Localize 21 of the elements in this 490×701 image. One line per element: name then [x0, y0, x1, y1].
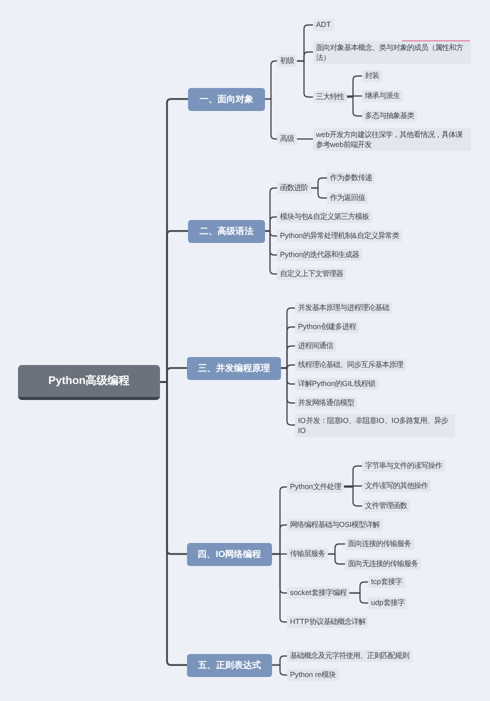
connector-line [347, 96, 362, 117]
connector-line [272, 664, 287, 676]
branch-topic-box: 三、并发编程原理 [187, 356, 281, 380]
branch-topic-box: 二、高级语法 [188, 220, 265, 242]
connector-line [265, 98, 277, 140]
connector-line [281, 367, 295, 426]
connector-line [344, 486, 362, 507]
connector-line [349, 592, 368, 604]
connector-line [311, 187, 327, 199]
branch-topic-box: 五、正则表达式 [187, 654, 272, 676]
branch-topic-box: 一、面向对象 [188, 88, 265, 110]
connector-line [272, 553, 287, 623]
connector-line [344, 485, 362, 487]
connector-line [347, 95, 362, 97]
connector-line [265, 230, 277, 275]
root-topic-box: Python高级编程 [18, 364, 160, 400]
connector-line [328, 553, 345, 565]
connector-line [160, 381, 187, 666]
connector-line [297, 138, 313, 140]
connector-line [297, 60, 313, 98]
branch-topic-box: 四、IO网络编程 [187, 542, 272, 566]
